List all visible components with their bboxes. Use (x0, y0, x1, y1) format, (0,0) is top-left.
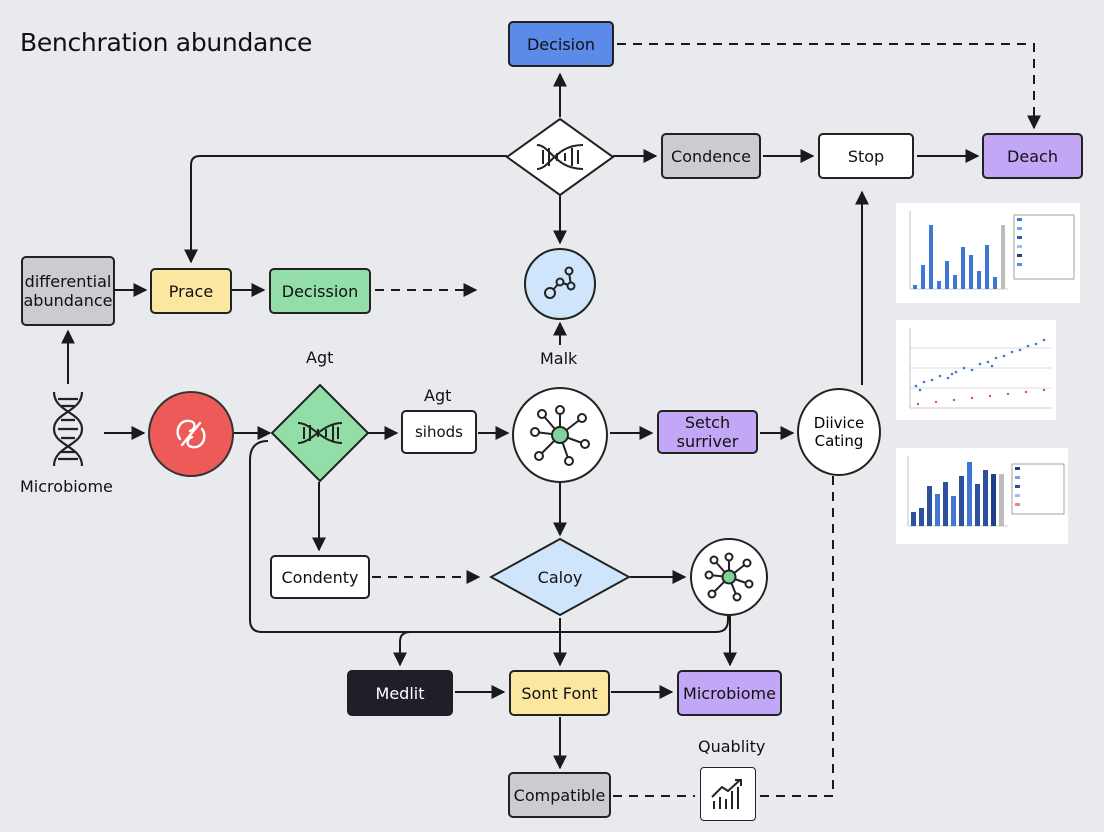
network-icon (704, 552, 754, 602)
quablity-label: Quablity (698, 737, 766, 756)
network-node[interactable] (512, 387, 608, 483)
chart-icon (711, 779, 742, 809)
caloy-diamond[interactable]: Caloy (488, 537, 632, 617)
decision-top-box[interactable]: Decision (508, 21, 614, 67)
condence-box[interactable]: Condence (661, 133, 761, 179)
bacteria-icon (176, 419, 206, 449)
red-bacteria-node[interactable] (148, 391, 234, 477)
medlit-box[interactable]: Medlit (347, 670, 453, 716)
arrow-diamond-to-prace (184, 155, 507, 264)
mini-bar-chart-1 (896, 203, 1080, 303)
molecule-icon (544, 266, 576, 299)
diivice-cating-label: Diivice Cating (813, 414, 865, 450)
dna-icon (52, 391, 84, 467)
dna-source (48, 390, 88, 468)
decission-box[interactable]: Decission (269, 268, 371, 314)
agt-label-mid: Agt (424, 386, 452, 405)
compatible-box[interactable]: Compatible (508, 772, 611, 818)
dna-green-diamond[interactable] (270, 383, 370, 483)
malk-label: Malk (540, 349, 578, 368)
microbiome-box[interactable]: Microbiome (677, 670, 782, 716)
network-icon (530, 405, 590, 466)
agt-label-left: Agt (306, 348, 334, 367)
stop-box[interactable]: Stop (818, 133, 914, 179)
deach-box[interactable]: Deach (982, 133, 1083, 179)
caloy-label: Caloy (537, 567, 583, 587)
mini-scatter-chart (896, 320, 1056, 420)
diivice-cating-node[interactable]: Diivice Cating (797, 388, 881, 476)
sihods-box[interactable]: sihods (401, 410, 477, 454)
sont-font-box[interactable]: Sont Font (509, 670, 610, 716)
network-node-2[interactable] (690, 538, 768, 616)
chart-icon-box[interactable] (700, 767, 756, 821)
molecule-node[interactable] (524, 248, 596, 320)
dna-decision-diamond[interactable] (505, 117, 615, 197)
dashed-chart-to-diivice (760, 470, 834, 797)
condenty-box[interactable]: Condenty (270, 555, 370, 599)
dna-icon (297, 422, 343, 444)
microbiome-label: Microbiome (20, 477, 113, 496)
setch-surriver-box[interactable]: Setch surriver (657, 410, 758, 454)
differential-abundance-box[interactable]: differential abundance (21, 256, 115, 326)
dashed-decision-to-deach (617, 43, 1041, 130)
prace-box[interactable]: Prace (150, 268, 232, 314)
mini-bar-chart-2 (896, 448, 1068, 544)
loop-line (249, 440, 729, 633)
dna-icon (536, 144, 584, 170)
arrow-loop-to-medlit (393, 631, 411, 667)
page-title: Benchration abundance (20, 28, 313, 57)
